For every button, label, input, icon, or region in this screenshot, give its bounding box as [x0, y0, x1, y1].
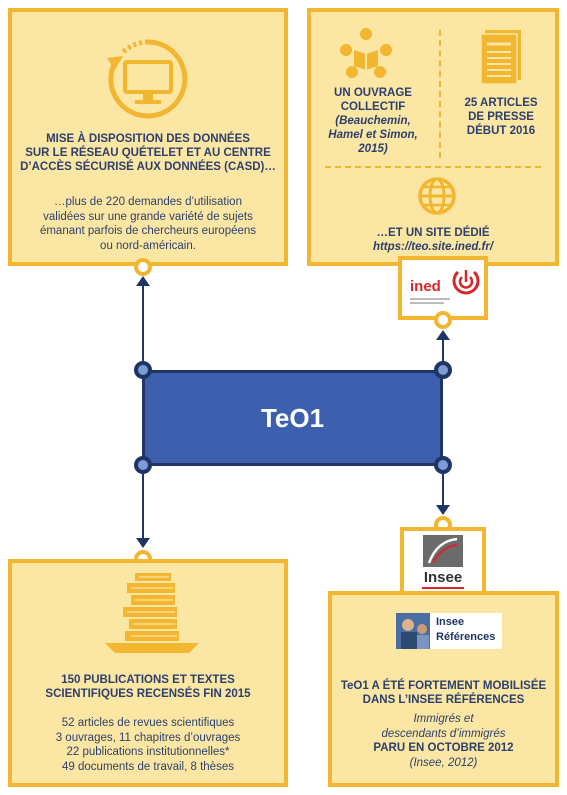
- insee-heading-line: TeO1 A ÉTÉ FORTEMENT MOBILISÉE: [340, 680, 547, 692]
- collectif-line: COLLECTIF: [340, 101, 406, 113]
- vertical-divider: [439, 30, 441, 158]
- authors-line: 2015): [358, 143, 388, 155]
- ined-mark-icon: [452, 270, 480, 295]
- ined-subtext-line: [410, 302, 444, 304]
- publications-body-line: 49 documents de travail, 8 thèses: [62, 760, 234, 773]
- insee-title-line: descendants d’immigrés: [381, 727, 506, 740]
- ined-logo-text: ined: [410, 278, 441, 295]
- casd-heading-line: SUR LE RÉSEAU QUÉTELET ET AU CENTRE: [25, 147, 271, 159]
- publications-box: 150 PUBLICATIONS ET TEXTES SCIENTIFIQUES…: [8, 559, 288, 787]
- arrowhead-up-icon: [436, 330, 450, 340]
- casd-body-line: ou nord-américain.: [100, 239, 196, 252]
- connector-ring: [434, 311, 452, 329]
- site-label: …ET UN SITE DÉDIÉ: [376, 227, 490, 239]
- casd-heading-line: D’ACCÈS SÉCURISÉ AUX DONNÉES (CASD)…: [20, 161, 276, 173]
- casd-body-line: …plus de 220 demandes d’utilisation: [54, 196, 242, 208]
- banner-line1: Insee: [436, 616, 465, 628]
- connector-left-up: [142, 282, 144, 362]
- insee-references-banner: Insee Références: [396, 613, 502, 649]
- people-book-icon: [340, 28, 392, 78]
- insee-source: (Insee, 2012): [409, 756, 478, 769]
- publications-body-line: 22 publications institutionnelles*: [66, 746, 230, 758]
- casd-body-line: émanant parfois de chercheurs européens: [39, 225, 257, 237]
- publications-heading-line: SCIENTIFIQUES RECENSÉS FIN 2015: [45, 688, 251, 700]
- connector-left-down: [142, 472, 144, 542]
- insee-title-line: Immigrés et: [413, 713, 474, 725]
- book-stack-icon: [105, 573, 199, 653]
- casd-box: MISE À DISPOSITION DES DONNÉES SUR LE RÉ…: [8, 8, 288, 266]
- center-title: TeO1: [260, 403, 325, 433]
- center-node-bl: [134, 456, 152, 474]
- articles-line: DÉBUT 2016: [466, 125, 536, 137]
- ined-subtext-line: [410, 298, 450, 300]
- connector-right-down: [442, 472, 444, 508]
- insee-heading-line: DANS L’INSEE RÉFÉRENCES: [362, 694, 525, 706]
- ouvrage-box: UN OUVRAGE COLLECTIF (Beauchemin, Hamel …: [307, 8, 559, 266]
- arrowhead-down-icon: [436, 505, 450, 515]
- publications-body-line: 3 ouvrages, 11 chapitres d’ouvrages: [55, 731, 241, 744]
- articles-line: DE PRESSE: [468, 111, 534, 123]
- center-box: TeO1: [142, 370, 443, 466]
- connector-right-up: [442, 336, 444, 364]
- casd-heading-line: MISE À DISPOSITION DES DONNÉES: [46, 133, 250, 145]
- center-node-br: [434, 456, 452, 474]
- globe-icon: [418, 177, 456, 215]
- banner-line2: Références: [436, 631, 496, 643]
- publications-body-line: 52 articles de revues scientifiques: [61, 717, 235, 729]
- casd-body-line: validées sur une grande variété de sujet…: [43, 210, 253, 223]
- ined-logo: ined: [398, 256, 488, 320]
- authors-line: Hamel et Simon,: [328, 129, 418, 141]
- arrowhead-up-icon: [136, 276, 150, 286]
- insee-logo: Insee: [400, 527, 486, 595]
- horizontal-divider: [325, 166, 541, 168]
- insee-mark-icon: [423, 535, 463, 567]
- banner-photo-icon: [396, 613, 430, 649]
- connector-ring: [134, 258, 152, 276]
- insee-paru: PARU EN OCTOBRE 2012: [373, 742, 514, 754]
- collectif-line: UN OUVRAGE: [334, 87, 412, 99]
- center-node-tl: [134, 361, 152, 379]
- center-node-tr: [434, 361, 452, 379]
- publications-heading-line: 150 PUBLICATIONS ET TEXTES: [61, 674, 235, 686]
- authors-line: (Beauchemin,: [335, 115, 411, 127]
- articles-line: 25 ARTICLES: [464, 97, 538, 109]
- insee-logo-text: Insee: [423, 569, 463, 586]
- insee-logo-underline: [422, 587, 464, 589]
- insee-references-box: Insee Références TeO1 A ÉTÉ FORTEMENT MO…: [328, 591, 559, 787]
- newspaper-icon: [480, 30, 521, 84]
- monitor-cycle-icon: [107, 39, 188, 119]
- site-url[interactable]: https://teo.site.ined.fr/: [372, 241, 494, 253]
- arrowhead-down-icon: [136, 538, 150, 548]
